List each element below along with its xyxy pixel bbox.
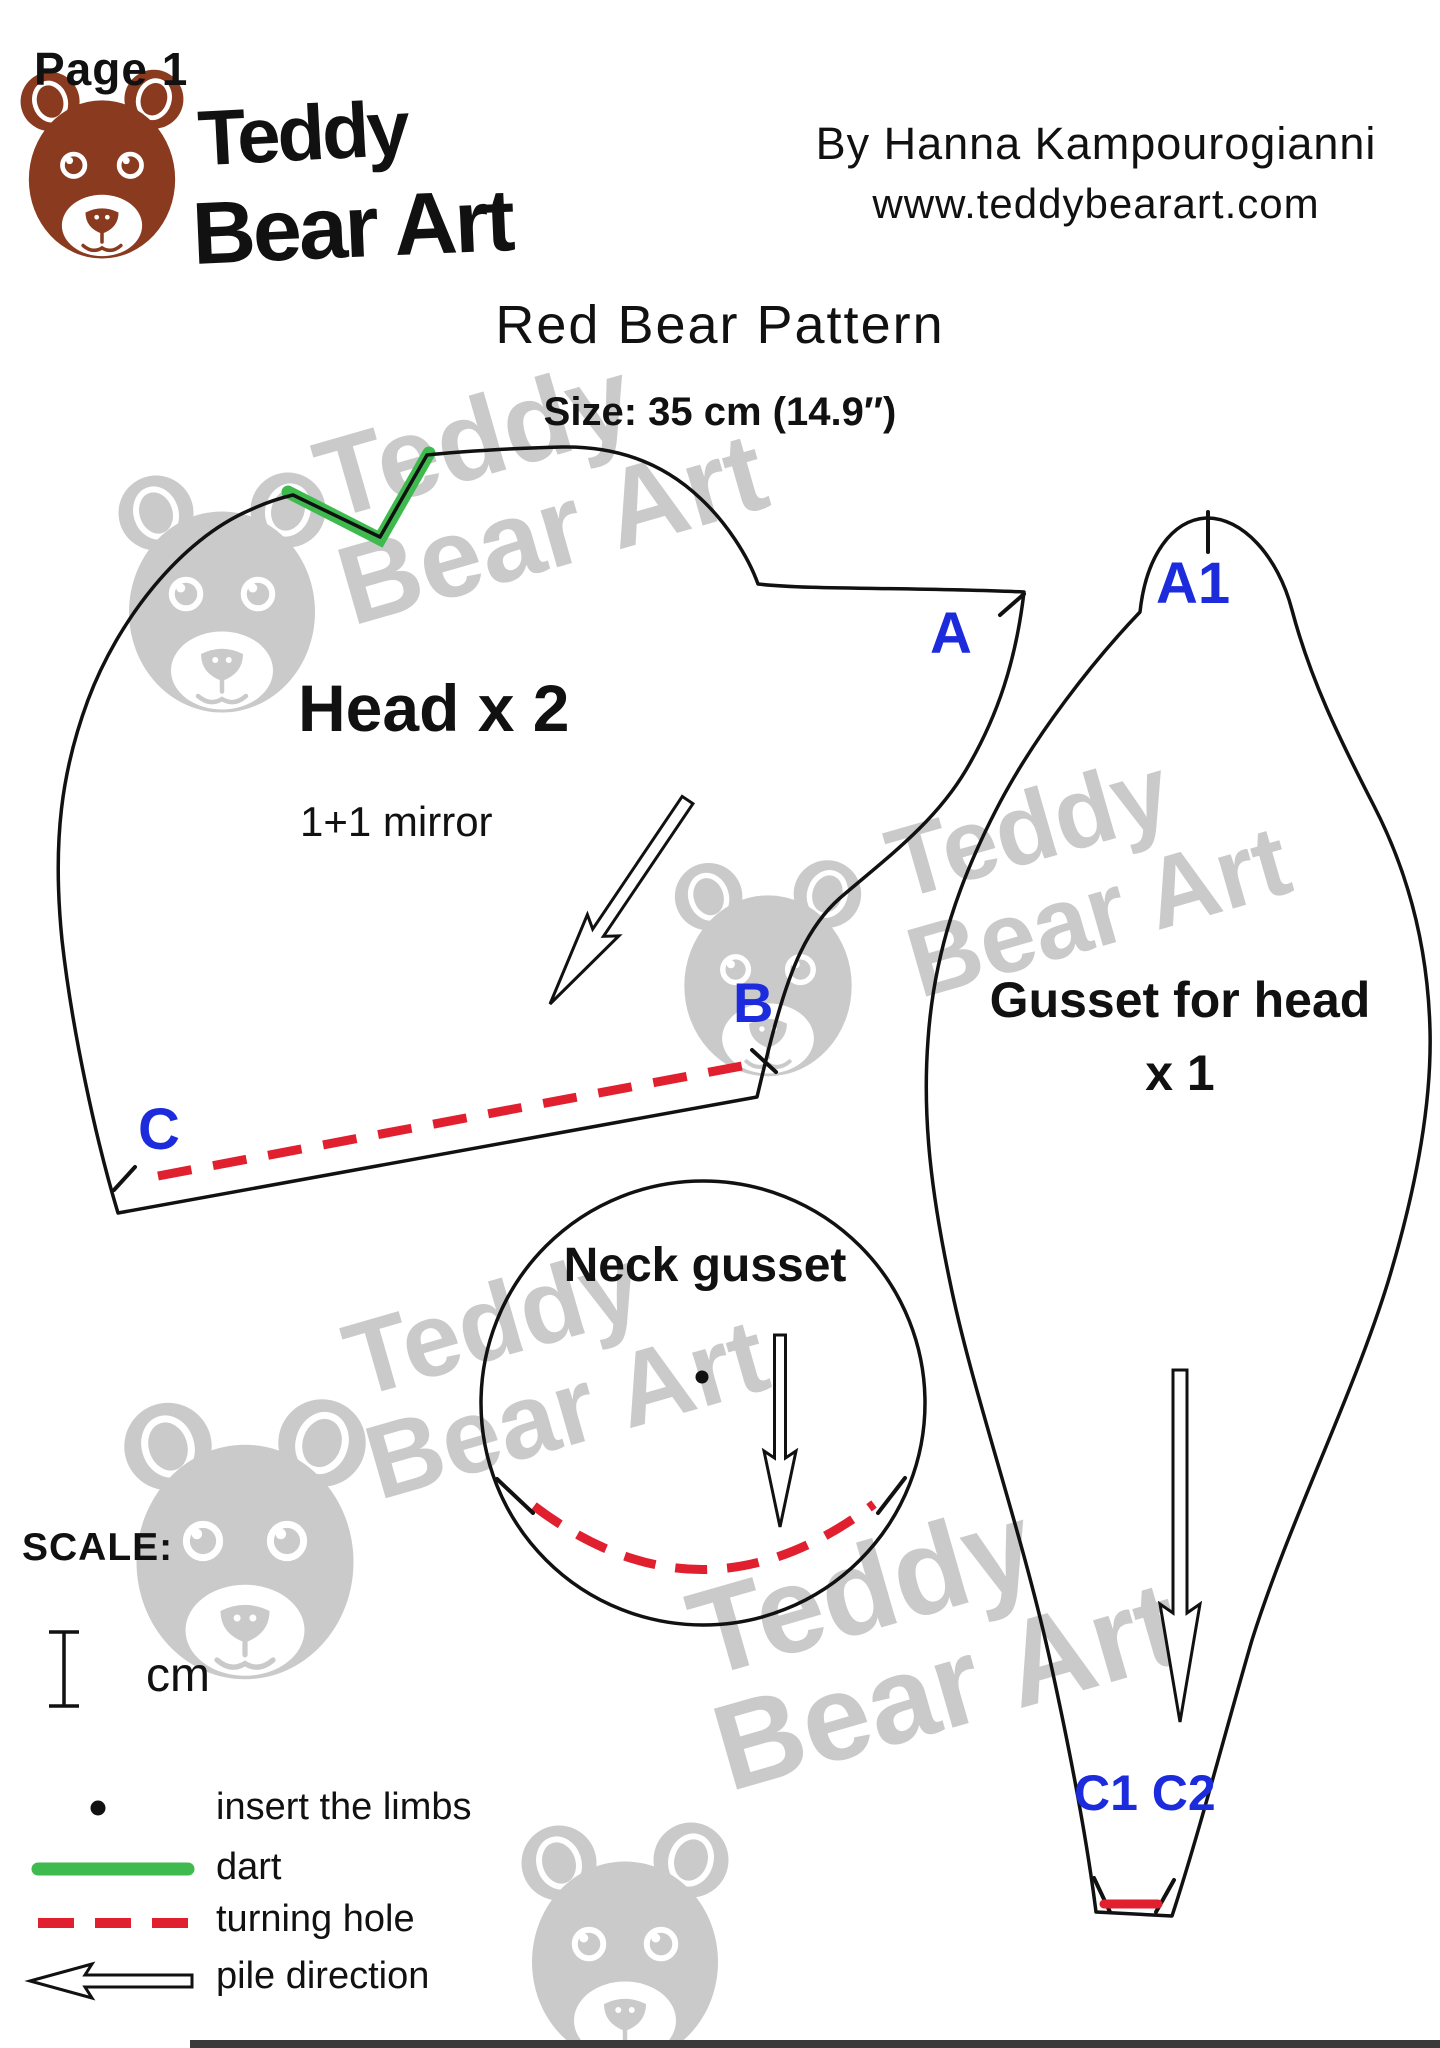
scale-heading: SCALE: [22, 1526, 174, 1569]
legend-item-turning-hole: turning hole [216, 1898, 415, 1940]
watermark-bear-face-icon [522, 1823, 729, 2048]
head-gusset-label-a1: A1 [1156, 551, 1231, 616]
neck-gusset-outline [479, 1179, 927, 1627]
scale-1cm-mark [49, 1630, 79, 1708]
page-number-label: Page 1 [34, 43, 189, 95]
head-gusset-outline [924, 516, 1432, 1918]
brand-name-line1: Teddy [195, 83, 410, 183]
insert-dot-icon [90, 1800, 106, 1816]
head-piece [56, 445, 1026, 1215]
website-url: www.teddybearart.com [872, 180, 1320, 227]
author-credit: By Hanna Kampourogianni [815, 118, 1377, 169]
legend-item-insert-limbs: insert the limbs [216, 1786, 472, 1828]
neck-gusset-name: Neck gusset [563, 1239, 847, 1292]
neck-gusset-turning-hole-line [531, 1500, 877, 1574]
head-label-b: B [733, 971, 774, 1034]
scan-edge-artifact [190, 2040, 1440, 2048]
head-turning-hole-line [157, 1061, 743, 1181]
head-pile-direction-arrow-icon [548, 794, 696, 1006]
head-label-c: C [138, 1097, 180, 1162]
watermark-text: Teddy Bear Art [675, 1476, 1195, 1817]
head-piece-name: Head x 2 [298, 671, 570, 745]
head-gusset-name: Gusset for head x 1 [930, 964, 1430, 1110]
pattern-title: Red Bear Pattern [495, 295, 945, 355]
brand-name-line2: Bear Art [189, 170, 514, 283]
notch-a [998, 592, 1026, 617]
neck-gusset-left-notch [495, 1477, 535, 1515]
neck-gusset-pile-direction-arrow-icon [761, 1333, 799, 1528]
byline: By Hanna Kampourogianni www.teddybearart… [758, 112, 1434, 234]
legend-item-dart: dart [216, 1846, 282, 1888]
head-gusset-pile-direction-arrow-icon [1157, 1368, 1203, 1723]
head-gusset-name-line2: x 1 [1145, 1045, 1215, 1101]
pattern-size-label: Size: 35 cm (14.9″) [543, 390, 897, 434]
head-piece-note: 1+1 mirror [300, 798, 493, 845]
head-gusset-name-line1: Gusset for head [989, 972, 1371, 1028]
watermark-bear-face-icon [675, 860, 861, 1076]
neck-gusset-piece [479, 1179, 927, 1627]
head-outline [56, 445, 1026, 1215]
watermark-text: Teddy Bear Art [302, 334, 779, 649]
insert-limbs-dot [695, 1370, 709, 1384]
notch-b [750, 1048, 778, 1074]
legend-symbols [24, 1800, 195, 2001]
neck-gusset-right-notch [876, 1476, 907, 1515]
head-label-a: A [930, 601, 972, 666]
head-gusset-label-c1c2: C1 C2 [1074, 1765, 1216, 1821]
legend-item-pile-direction: pile direction [216, 1955, 430, 1997]
brand-bear-logo-icon [21, 70, 184, 259]
head-gusset-piece [924, 510, 1432, 1918]
scale-unit-label: cm [146, 1649, 210, 1702]
pile-direction-arrow-icon [24, 1961, 194, 2001]
notch-c [112, 1165, 137, 1192]
